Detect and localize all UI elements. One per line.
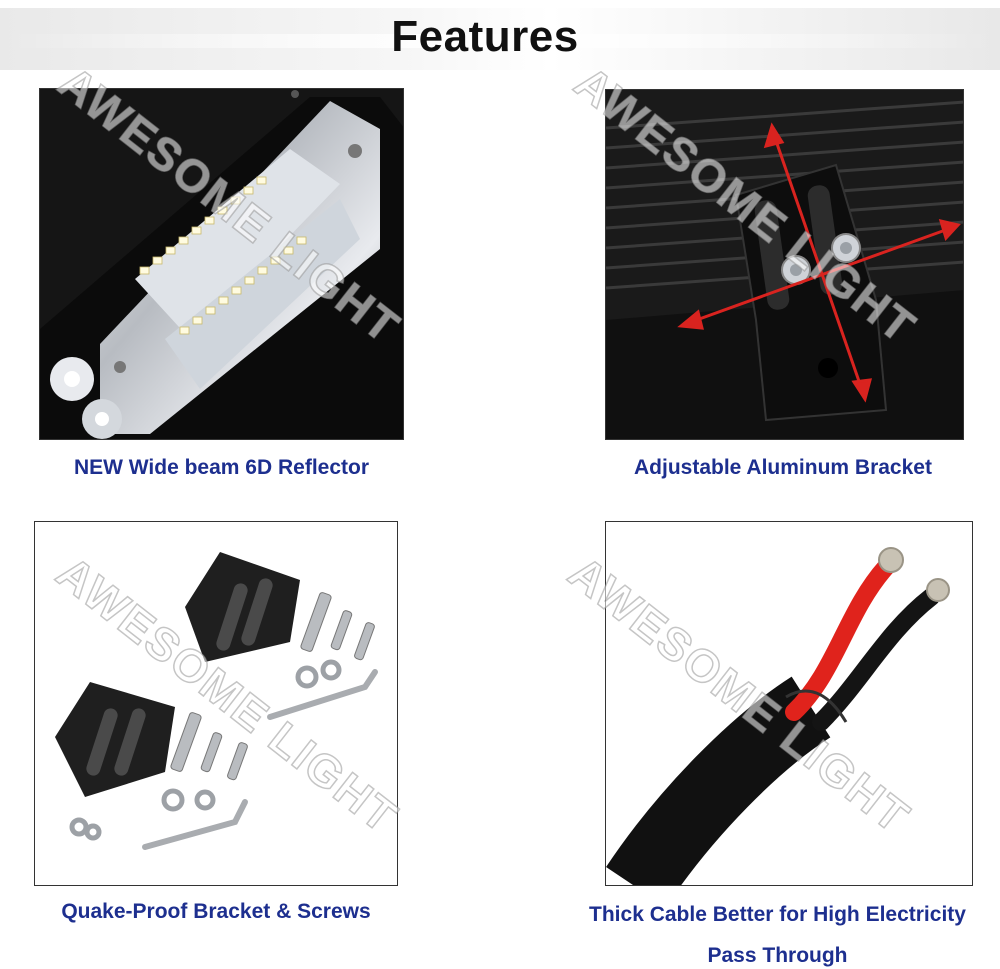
header-band bbox=[0, 8, 1000, 70]
feature-caption-screws: Quake-Proof Bracket & Screws bbox=[61, 900, 371, 923]
reflector-photo bbox=[39, 88, 404, 440]
page-title: Features bbox=[391, 12, 579, 61]
screws-photo bbox=[34, 521, 398, 886]
feature-caption-bracket: Adjustable Aluminum Bracket bbox=[634, 456, 932, 479]
cable-photo bbox=[605, 521, 973, 886]
feature-caption-cable-line2: Pass Through bbox=[707, 944, 848, 967]
bracket-adjust-photo bbox=[605, 89, 964, 440]
feature-caption-cable-line1: Thick Cable Better for High Electricity bbox=[589, 903, 966, 926]
feature-caption-reflector: NEW Wide beam 6D Reflector bbox=[73, 456, 370, 479]
